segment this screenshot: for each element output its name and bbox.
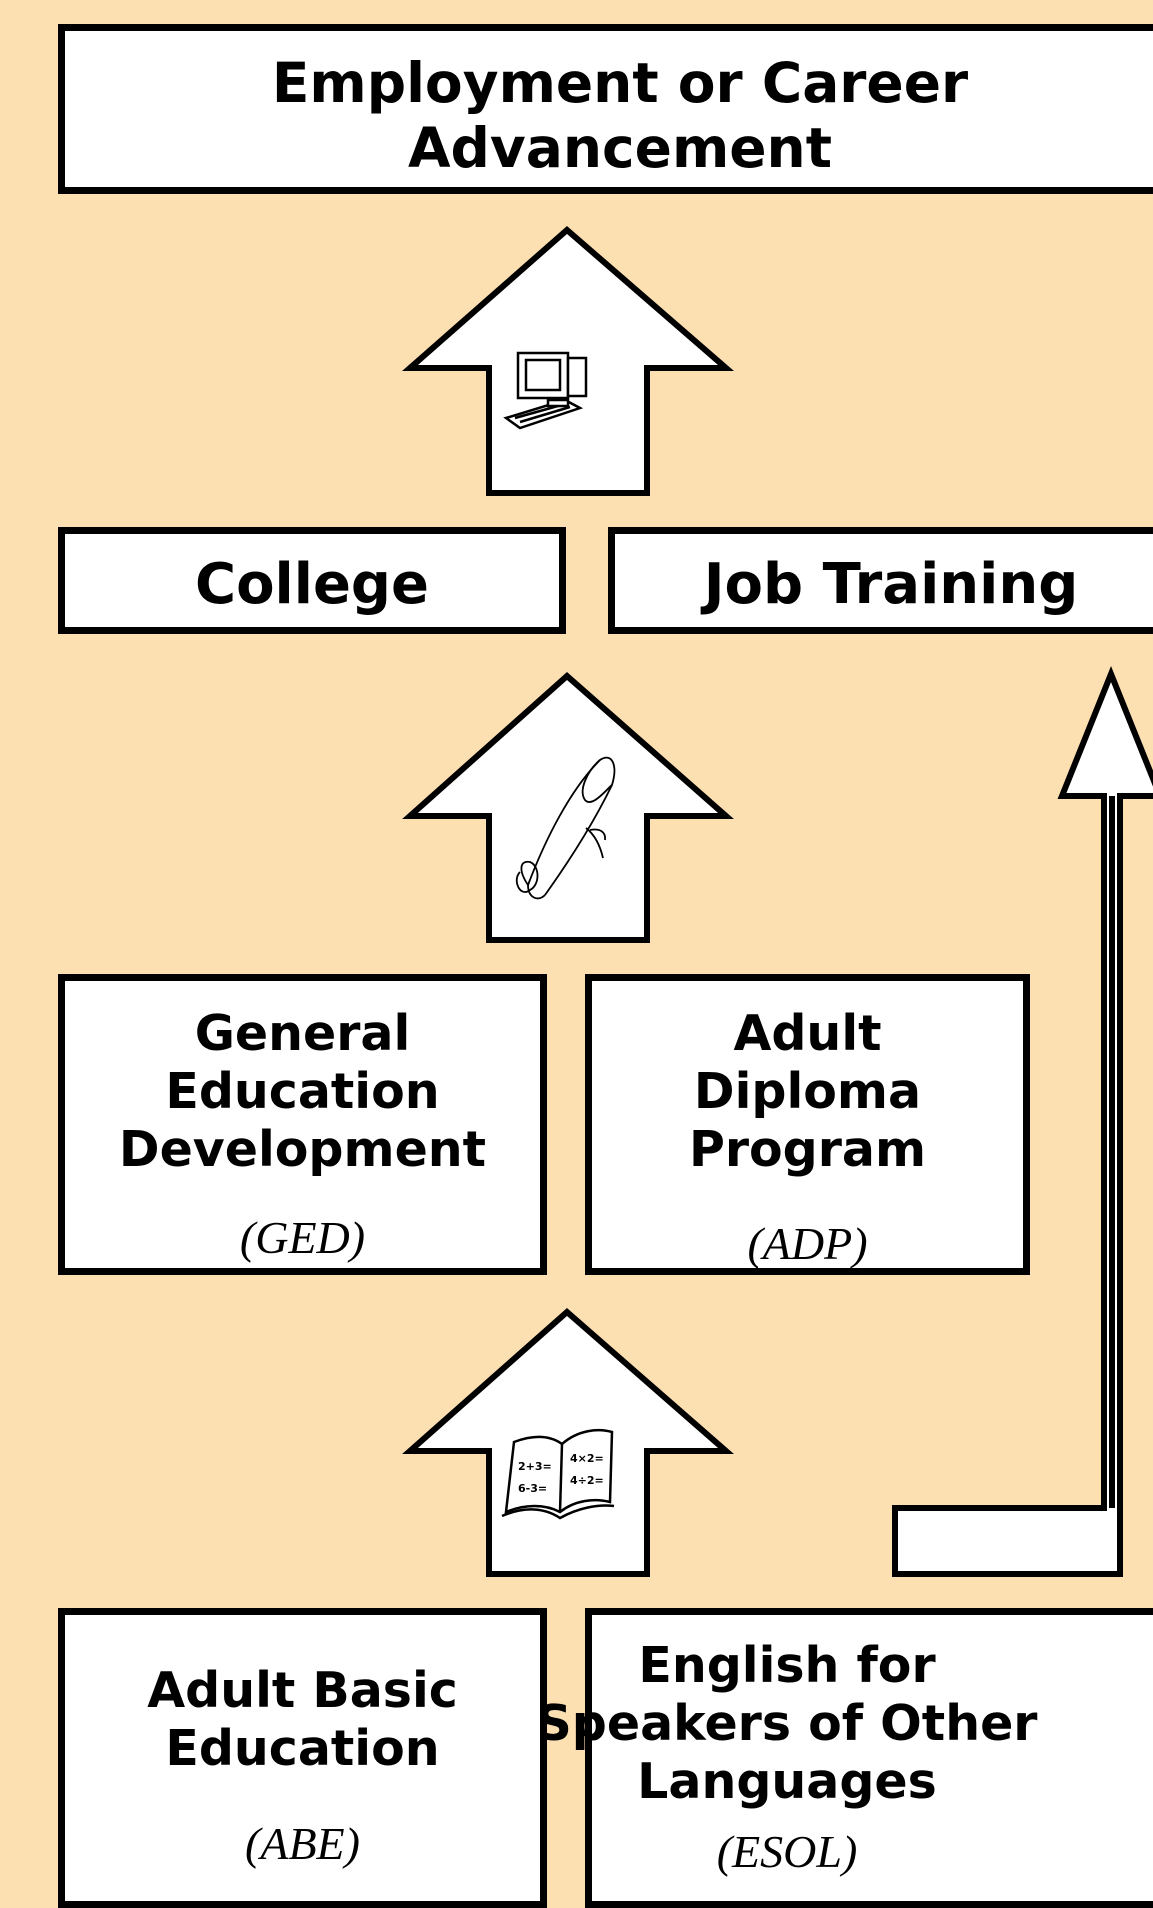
job-training-box: Job Training	[608, 527, 1153, 634]
title-line-2: Advancement	[407, 115, 833, 180]
esol-abbreviation: (ESOL)	[716, 1826, 858, 1877]
esol-to-job-training-arrow	[892, 665, 1153, 1577]
diploma-scroll-icon	[515, 756, 616, 900]
employment-career-box: Employment or Career Advancement	[58, 24, 1153, 194]
abe-abbreviation: (ABE)	[245, 1818, 360, 1869]
adp-box: Adult Diploma Program (ADP)	[585, 974, 1030, 1275]
esol-box: English for Speakers of Other Languages …	[537, 1608, 1153, 1908]
abe-box: Adult Basic Education (ABE)	[58, 1608, 547, 1908]
abe-line-2: Education	[165, 1719, 440, 1777]
adp-line-1: Adult	[733, 1005, 882, 1062]
ged-line-2: Education	[165, 1062, 440, 1120]
book-equation-3: 4×2=	[570, 1452, 604, 1465]
ged-box: General Education Development (GED)	[58, 974, 547, 1275]
esol-line-3: Languages	[637, 1752, 937, 1810]
employment-career-title: Employment or Career Advancement	[65, 51, 1153, 181]
college-box: College	[58, 527, 566, 634]
esol-line-1: English for	[638, 1637, 936, 1694]
job-training-label: Job Training	[703, 552, 1079, 617]
adp-line-2: Diploma	[693, 1062, 922, 1120]
ged-line-1: General	[194, 1005, 411, 1062]
computer-icon	[503, 351, 588, 430]
math-book-icon: 2+3= 6-3= 4×2= 4÷2=	[501, 1428, 615, 1520]
college-label: College	[194, 552, 429, 617]
abe-line-1: Adult Basic	[147, 1662, 458, 1719]
esol-line-2: Speakers of Other	[536, 1694, 1038, 1752]
book-equation-2: 6-3=	[518, 1482, 547, 1495]
adp-abbreviation: (ADP)	[747, 1218, 868, 1269]
title-line-1: Employment or Career	[271, 51, 969, 115]
ged-line-3: Development	[118, 1120, 487, 1178]
adp-line-3: Program	[688, 1120, 927, 1178]
up-arrow-2	[402, 671, 734, 943]
book-equation-4: 4÷2=	[570, 1474, 604, 1487]
ged-abbreviation: (GED)	[239, 1212, 366, 1263]
book-equation-1: 2+3=	[518, 1460, 552, 1473]
